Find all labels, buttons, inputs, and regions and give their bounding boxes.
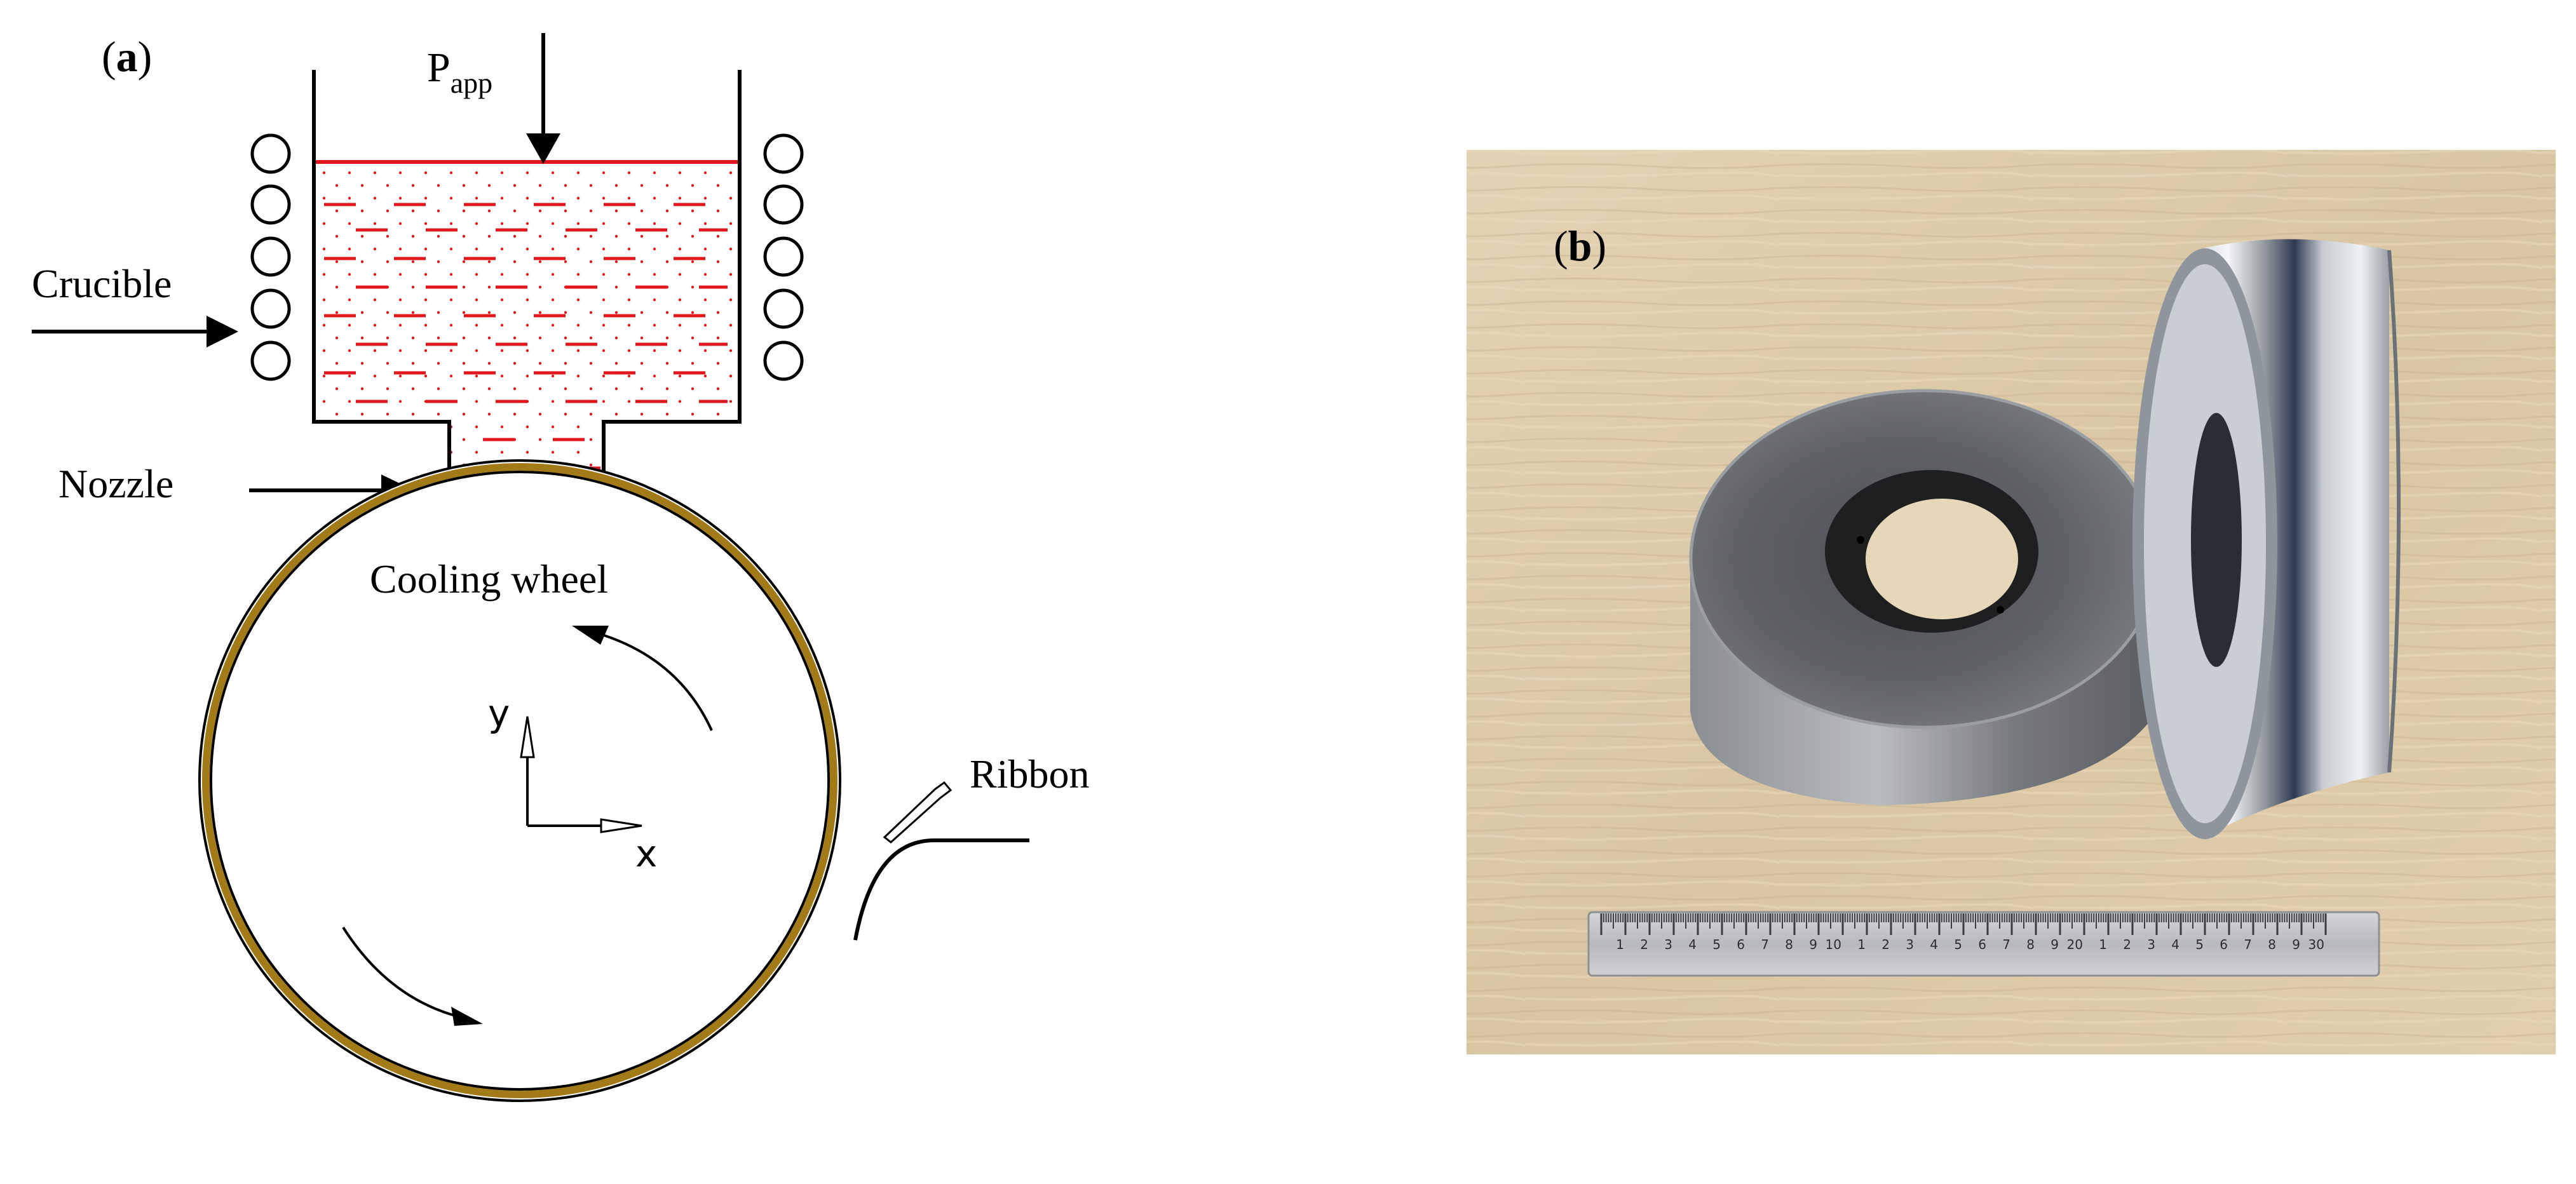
rotation-arrow-upper — [572, 626, 713, 731]
ruler-number: 9 — [2292, 937, 2300, 952]
panel-a: (a) — [32, 32, 1089, 1102]
panel-a-label: (a) — [102, 32, 152, 81]
nozzle-label: Nozzle — [58, 461, 173, 506]
ruler-number: 30 — [2308, 937, 2324, 952]
ruler-number: 2 — [1881, 937, 1890, 952]
ruler-number: 6 — [1978, 937, 1986, 952]
coordinate-axes: y x — [488, 692, 657, 875]
ruler-number: 9 — [2051, 937, 2059, 952]
pressure-arrow — [526, 33, 560, 164]
ribbon-spool-dark — [1689, 389, 2159, 805]
ruler-number: 2 — [1640, 937, 1648, 952]
ruler-number: 3 — [1906, 937, 1914, 952]
ruler-ticks — [1600, 913, 2327, 935]
ruler-number: 7 — [2002, 937, 2010, 952]
ribbon-label: Ribbon — [970, 751, 1089, 797]
molten-metal — [314, 160, 740, 483]
induction-coils — [250, 133, 804, 381]
ruler-number: 9 — [1809, 937, 1817, 952]
crucible-label: Crucible — [32, 261, 172, 306]
ruler-number: 4 — [2171, 937, 2179, 952]
ruler-number: 8 — [1785, 937, 1793, 952]
ribbon — [853, 781, 1029, 941]
ruler-number: 1 — [2099, 937, 2107, 952]
ruler-number: 7 — [1761, 937, 1769, 952]
ruler-number: 1 — [1857, 937, 1866, 952]
spool-hole — [1866, 499, 2018, 619]
ruler-number: 3 — [2147, 937, 2155, 952]
axis-y-label: y — [488, 692, 510, 735]
ruler-number: 5 — [2195, 937, 2204, 952]
ruler-number: 20 — [2067, 937, 2083, 952]
pressure-label: Papp — [427, 44, 492, 99]
crucible-arrow — [32, 316, 238, 347]
ruler-number: 2 — [2123, 937, 2131, 952]
melt-dashes — [324, 203, 728, 470]
ruler-number: 5 — [1712, 937, 1721, 952]
ruler-number: 8 — [2026, 937, 2035, 952]
ruler-number: 8 — [2268, 937, 2276, 952]
ruler-number: 5 — [1954, 937, 1962, 952]
ruler-number: 1 — [1616, 937, 1624, 952]
rotation-arrow-lower — [342, 926, 483, 1026]
panel-b-label: (b) — [1554, 222, 1606, 270]
ruler-number: 6 — [1737, 937, 1745, 952]
ribbon-spool-shiny — [2132, 239, 2401, 839]
ruler-number: 10 — [1826, 937, 1841, 952]
axis-x-label: x — [635, 832, 657, 875]
ruler-number: 3 — [1664, 937, 1672, 952]
ruler-number: 7 — [2244, 937, 2252, 952]
ruler-number: 4 — [1930, 937, 1938, 952]
cooling-wheel-rim — [202, 463, 837, 1098]
ruler-number: 4 — [1688, 937, 1697, 952]
ruler-number: 6 — [2220, 937, 2228, 952]
cooling-wheel-inner — [210, 471, 830, 1091]
cooling-wheel-label: Cooling wheel — [370, 556, 608, 602]
